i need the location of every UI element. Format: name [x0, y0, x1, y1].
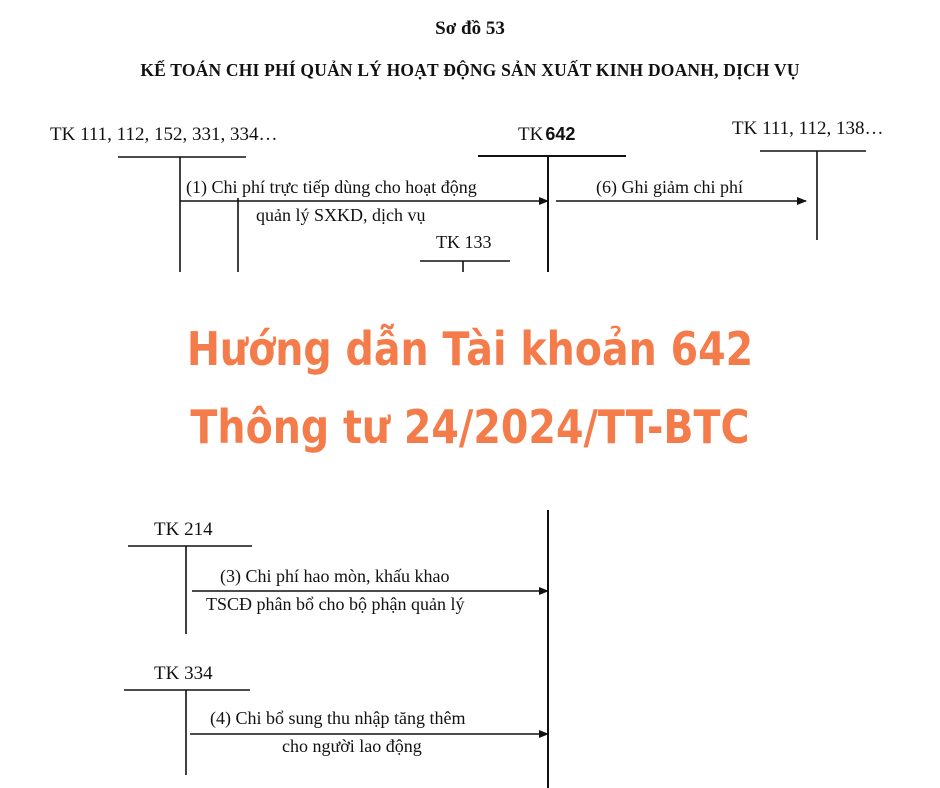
- entry-4-line-2: cho người lao động: [282, 736, 422, 756]
- overlay-banner: Hướng dẫn Tài khoản 642 Thông tư 24/2024…: [0, 286, 940, 486]
- account-214-label: TK 214: [154, 519, 213, 540]
- diagram-number: Sơ đồ 53: [435, 18, 505, 39]
- account-334-label: TK 334: [154, 663, 213, 684]
- account-642-prefix: TK: [518, 124, 544, 145]
- entry-1-line-2: quản lý SXKD, dịch vụ: [256, 205, 426, 225]
- diagram-title: KẾ TOÁN CHI PHÍ QUẢN LÝ HOẠT ĐỘNG SẢN XU…: [140, 60, 800, 80]
- entry-1-line-1: (1) Chi phí trực tiếp dùng cho hoạt động: [186, 177, 477, 197]
- entry-4-line-1: (4) Chi bổ sung thu nhập tăng thêm: [210, 708, 466, 728]
- entry-3-line-1: (3) Chi phí hao mòn, khấu khao: [220, 566, 450, 586]
- overlay-headline: Hướng dẫn Tài khoản 642: [186, 322, 754, 376]
- account-642-number: 642: [545, 124, 576, 144]
- account-source-label: TK 111, 112, 152, 331, 334…: [50, 124, 278, 145]
- overlay-subheadline: Thông tư 24/2024/TT-BTC: [190, 400, 750, 454]
- entry-3-line-2: TSCĐ phân bổ cho bộ phận quản lý: [206, 594, 465, 614]
- account-133-label: TK 133: [436, 232, 492, 252]
- account-destination-label: TK 111, 112, 138…: [732, 118, 884, 139]
- entry-6-label: (6) Ghi giảm chi phí: [596, 177, 743, 197]
